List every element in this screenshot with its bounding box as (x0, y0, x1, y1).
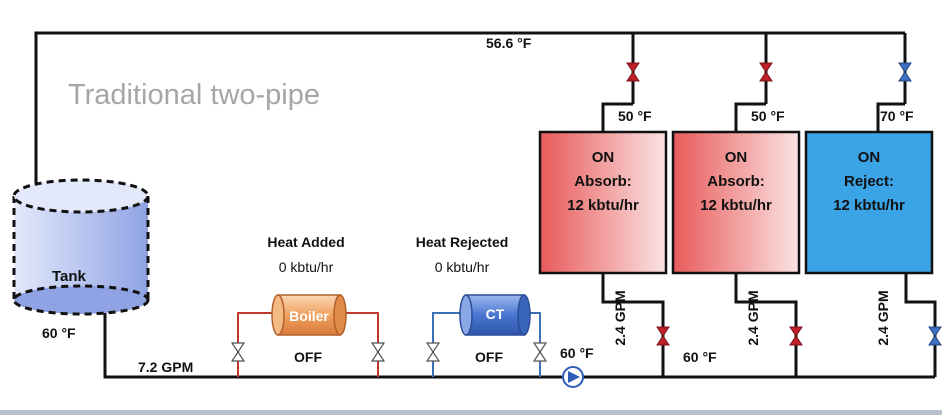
ct-value: 0 kbtu/hr (435, 259, 490, 275)
zone-load: 12 kbtu/hr (567, 197, 639, 214)
boiler-valve-right-icon (370, 342, 386, 362)
boiler-status: OFF (294, 349, 322, 365)
boiler-label: Boiler (289, 308, 329, 324)
zone-mode: Absorb: (707, 173, 765, 190)
ct-header: Heat Rejected (416, 234, 509, 250)
zone-status: ON (592, 149, 615, 166)
boiler-header: Heat Added (267, 234, 344, 250)
zone2-return-valve-icon (789, 326, 803, 346)
cooling-tower: CT (459, 294, 531, 336)
zone3-supply-valve-icon (898, 62, 912, 82)
zone-mode: Reject: (844, 173, 894, 190)
main-flow-label: 7.2 GPM (138, 359, 193, 375)
boiler-valve-left-icon (230, 342, 246, 362)
ct-status: OFF (475, 349, 503, 365)
tank-label: Tank (52, 268, 87, 285)
top-header-temp: 56.6 °F (486, 35, 532, 51)
ct-valve-right-icon (532, 342, 548, 362)
zone-load: 12 kbtu/hr (700, 197, 772, 214)
zone-2-flow: 2.4 GPM (745, 290, 761, 345)
zone-status: ON (725, 149, 748, 166)
zone-2: ON Absorb: 12 kbtu/hr (671, 130, 801, 275)
zone-load: 12 kbtu/hr (833, 197, 905, 214)
zone-1-flow: 2.4 GPM (612, 290, 628, 345)
zone-2-supply-temp: 50 °F (751, 108, 785, 124)
boiler: Boiler (271, 294, 347, 336)
boiler-value: 0 kbtu/hr (279, 259, 334, 275)
bottom-edge (0, 410, 942, 415)
zone3-return-valve-icon (928, 326, 942, 346)
zone-mode: Absorb: (574, 173, 632, 190)
diagram-title: Traditional two-pipe (68, 79, 320, 111)
zone-status: ON (858, 149, 881, 166)
pump-icon (562, 366, 584, 388)
zone1-supply-valve-icon (626, 62, 640, 82)
tank-temp: 60 °F (42, 325, 76, 341)
zone-1-supply-temp: 50 °F (618, 108, 652, 124)
ct-valve-left-icon (425, 342, 441, 362)
ct-label: CT (486, 306, 505, 322)
zone2-supply-valve-icon (759, 62, 773, 82)
zone-3: ON Reject: 12 kbtu/hr (804, 130, 934, 275)
zone-3-flow: 2.4 GPM (875, 290, 891, 345)
tank: Tank (12, 178, 150, 316)
zone-1: ON Absorb: 12 kbtu/hr (538, 130, 668, 275)
return-temp: 60 °F (683, 349, 717, 365)
zone1-return-valve-icon (656, 326, 670, 346)
zone-3-supply-temp: 70 °F (880, 108, 914, 124)
pump-temp: 60 °F (560, 345, 594, 361)
